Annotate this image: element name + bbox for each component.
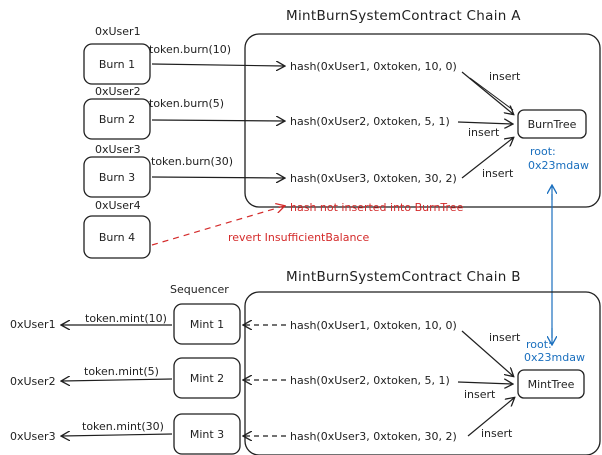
- chain-b-insert-3: insert: [481, 427, 513, 440]
- mint-1-label: Mint 1: [190, 318, 224, 331]
- burn-2-arrow: [151, 120, 284, 121]
- burn-4-failed-arrow: [151, 206, 284, 246]
- burntree-box: [517, 109, 587, 139]
- mint-3-label: Mint 3: [190, 428, 224, 441]
- revert-label: revert InsufficientBalance: [228, 231, 369, 244]
- sequencer-label: Sequencer: [170, 283, 229, 296]
- burntree-label: BurnTree: [528, 118, 577, 131]
- burn-3-call: token.burn(30): [151, 155, 233, 168]
- minttree-box: [517, 369, 585, 399]
- chain-b-hash-3: hash(0xUser3, 0xtoken, 30, 2): [290, 430, 457, 443]
- mint-user-3-label: 0xUser3: [10, 430, 56, 443]
- chain-a-insert-arrow-1b: [469, 77, 514, 111]
- burn-3-label: Burn 3: [99, 171, 135, 184]
- mint-2-label: Mint 2: [190, 372, 224, 385]
- mint-1-box: [173, 303, 241, 345]
- burn-4-label: Burn 4: [99, 231, 135, 244]
- mint-2-call: token.mint(5): [84, 365, 159, 378]
- burn-1-label: Burn 1: [99, 58, 135, 71]
- chain-b-root-label: root:: [526, 338, 552, 351]
- mint-3-call: token.mint(30): [82, 420, 164, 433]
- burn-user-1-label: 0xUser1: [95, 25, 141, 38]
- mint-user-1-label: 0xUser1: [10, 318, 56, 331]
- failed-hash-note: hash not inserted into BurnTree: [290, 201, 464, 214]
- mint-user-2-label: 0xUser2: [10, 375, 56, 388]
- burn-user-3-label: 0xUser3: [95, 143, 141, 156]
- chain-a-insert-arrow-1: [461, 71, 513, 114]
- chain-a-insert-arrow-2: [457, 122, 512, 124]
- chain-b-title: MintBurnSystemContract Chain B: [286, 269, 521, 285]
- burn-3-box: [83, 156, 151, 198]
- chain-a-root-value: 0x23mdaw: [528, 159, 589, 172]
- burn-4-box: [83, 215, 151, 259]
- chain-a-hash-2: hash(0xUser2, 0xtoken, 5, 1): [290, 115, 450, 128]
- burn-1-call: token.burn(10): [149, 43, 231, 56]
- chain-b-contract-box: [244, 291, 601, 455]
- mint-3-box: [173, 413, 241, 455]
- chain-a-insert-1: insert: [489, 70, 521, 83]
- chain-a-hash-3: hash(0xUser3, 0xtoken, 30, 2): [290, 172, 457, 185]
- chain-b-hash-1: hash(0xUser1, 0xtoken, 10, 0): [290, 319, 457, 332]
- chain-a-insert-3: insert: [482, 167, 514, 180]
- chain-a-root-label: root:: [530, 145, 556, 158]
- burn-user-4-label: 0xUser4: [95, 199, 141, 212]
- chain-a-hash-1: hash(0xUser1, 0xtoken, 10, 0): [290, 60, 457, 73]
- chain-b-insert-2: insert: [464, 388, 496, 401]
- chain-a-insert-arrow-3: [461, 138, 513, 179]
- mint-2-arrow: [62, 379, 173, 381]
- chain-b-insert-arrow-1: [461, 330, 513, 376]
- burn-2-box: [83, 98, 151, 140]
- mint-1-call: token.mint(10): [85, 312, 167, 325]
- burn-user-2-label: 0xUser2: [95, 85, 141, 98]
- mint-2-box: [173, 357, 241, 399]
- burn-1-arrow: [151, 64, 284, 66]
- chain-b-insert-arrow-2: [457, 382, 512, 384]
- burn-1-box: [83, 43, 151, 85]
- minttree-label: MintTree: [528, 378, 575, 391]
- mint-3-arrow: [62, 434, 173, 436]
- burn-2-label: Burn 2: [99, 113, 135, 126]
- chain-b-insert-1: insert: [489, 331, 521, 344]
- burn-3-arrow: [151, 177, 284, 178]
- chain-b-insert-arrow-3: [467, 398, 514, 437]
- chain-a-insert-2: insert: [468, 126, 500, 139]
- burn-2-call: token.burn(5): [149, 97, 224, 110]
- chain-a-title: MintBurnSystemContract Chain A: [286, 8, 521, 24]
- chain-b-root-value: 0x23mdaw: [524, 351, 585, 364]
- chain-b-hash-2: hash(0xUser2, 0xtoken, 5, 1): [290, 374, 450, 387]
